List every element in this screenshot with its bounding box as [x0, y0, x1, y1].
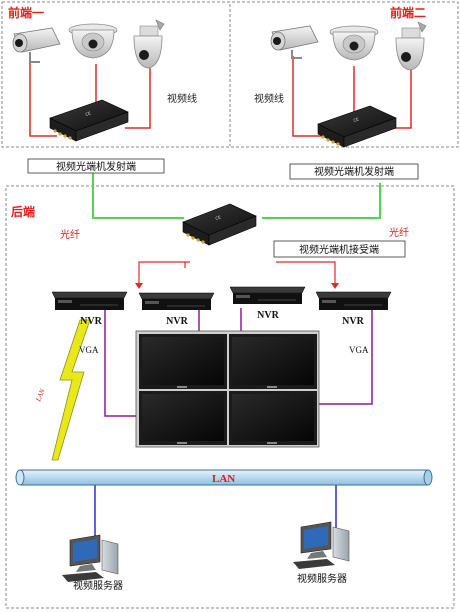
svg-text:CE: CE	[215, 214, 222, 221]
nvr-label: NVR	[342, 316, 364, 327]
video-wall	[135, 330, 320, 448]
front-zone-1-label: 前端一	[8, 5, 44, 20]
wireless-link-icon	[51, 319, 91, 461]
computer-icon	[293, 521, 350, 569]
transmitter-right-label: 视频光端机发射端	[314, 165, 394, 178]
nvr-label: NVR	[80, 316, 102, 327]
back-zone-label: 后端	[11, 204, 35, 219]
nvr-label: NVR	[257, 310, 279, 321]
ptz-camera-icon	[133, 19, 165, 69]
front-zone-border	[1, 1, 459, 148]
fiber-left	[92, 173, 184, 219]
receiver-box	[273, 240, 406, 258]
transmitter-left-label: 视频光端机发射端	[56, 160, 136, 173]
optical-receiver-icon: CE	[182, 203, 257, 246]
fiber-right	[262, 183, 381, 219]
nvr-device-icon	[51, 291, 128, 310]
nvr-device-icon	[229, 286, 306, 304]
dome-camera-icon	[329, 25, 379, 61]
vga-left-label: VGA	[79, 345, 99, 355]
nvr-device-icon	[138, 292, 215, 310]
server-left-label: 视频服务器	[73, 579, 123, 592]
wireless-lan-label: LAN	[34, 388, 47, 404]
front-zone-2-label: 前端二	[390, 5, 426, 20]
server-right-label: 视频服务器	[297, 572, 347, 585]
svg-text:CE: CE	[353, 116, 360, 123]
lan-bus	[15, 469, 433, 486]
fiber-left-label: 光纤	[60, 228, 80, 241]
arrow-head-left	[135, 283, 143, 289]
lan-cables	[94, 485, 337, 543]
optical-transmitter-icon: CE	[317, 105, 397, 148]
nvr-label: NVR	[166, 316, 188, 327]
vga-right-label: VGA	[349, 345, 369, 355]
bullet-camera-icon	[12, 27, 61, 63]
nvr-device-icon	[315, 291, 392, 310]
arrow-head-right	[331, 283, 339, 289]
fiber-right-label: 光纤	[389, 226, 409, 239]
ptz-camera-icon	[395, 21, 427, 71]
svg-text:CE: CE	[85, 110, 92, 117]
transmitter-right-box	[289, 163, 419, 180]
computer-icon	[62, 534, 119, 582]
transmitter-left-box	[27, 158, 165, 174]
vga-cables	[104, 308, 373, 417]
video-cable-left-label: 视频线	[167, 92, 197, 105]
video-cable-right-label: 视频线	[254, 92, 284, 105]
receiver-to-nvr-cables	[138, 261, 336, 287]
dome-camera-icon	[68, 23, 118, 59]
bullet-camera-icon	[270, 25, 319, 59]
receiver-label: 视频光端机接受端	[299, 243, 379, 256]
optical-transmitter-icon: CE	[49, 99, 129, 142]
lan-bus-label: LAN	[212, 473, 235, 485]
